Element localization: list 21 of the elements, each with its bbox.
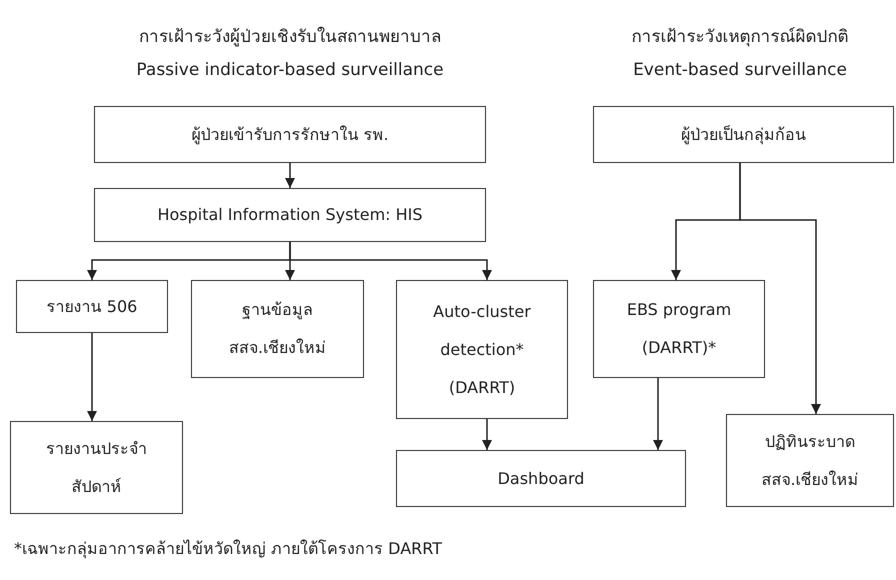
process-box: ผู้ป่วยเข้ารับการรักษาใน รพ. [94,106,486,163]
column-heading: การเฝ้าระวังผู้ป่วยเชิงรับในสถานพยาบาล [139,26,441,49]
arrow [289,242,492,280]
process-box: ผู้ป่วยเป็นกลุ่มก้อน [593,106,894,163]
process-box: รายงานประจำ สัปดาห์ [10,421,183,514]
process-box: Hospital Information System: HIS [94,188,486,242]
process-box: Auto-cluster detection* (DARRT) [396,280,568,419]
process-box: รายงาน 506 [16,280,168,333]
process-box: EBS program (DARRT)* [593,280,765,378]
column-heading: การเฝ้าระวังเหตุการณ์ผิดปกติ [632,26,848,49]
arrow [482,419,492,450]
column-heading: Event-based surveillance [633,60,847,80]
process-box: ปฏิทินระบาด สสจ.เชียงใหม่ [726,414,894,507]
arrow [87,333,97,421]
arrow [285,163,295,188]
arrow [739,163,821,414]
footnote: *เฉพาะกลุ่มอาการคล้ายไข้หวัดใหญ่ ภายใต้โครงการ DARRT [14,538,442,560]
process-box: Dashboard [396,450,686,507]
arrow [653,378,663,450]
process-box: ฐานข้อมูล สสจ.เชียงใหม่ [191,280,364,378]
column-heading: Passive indicator-based surveillance [136,60,444,80]
